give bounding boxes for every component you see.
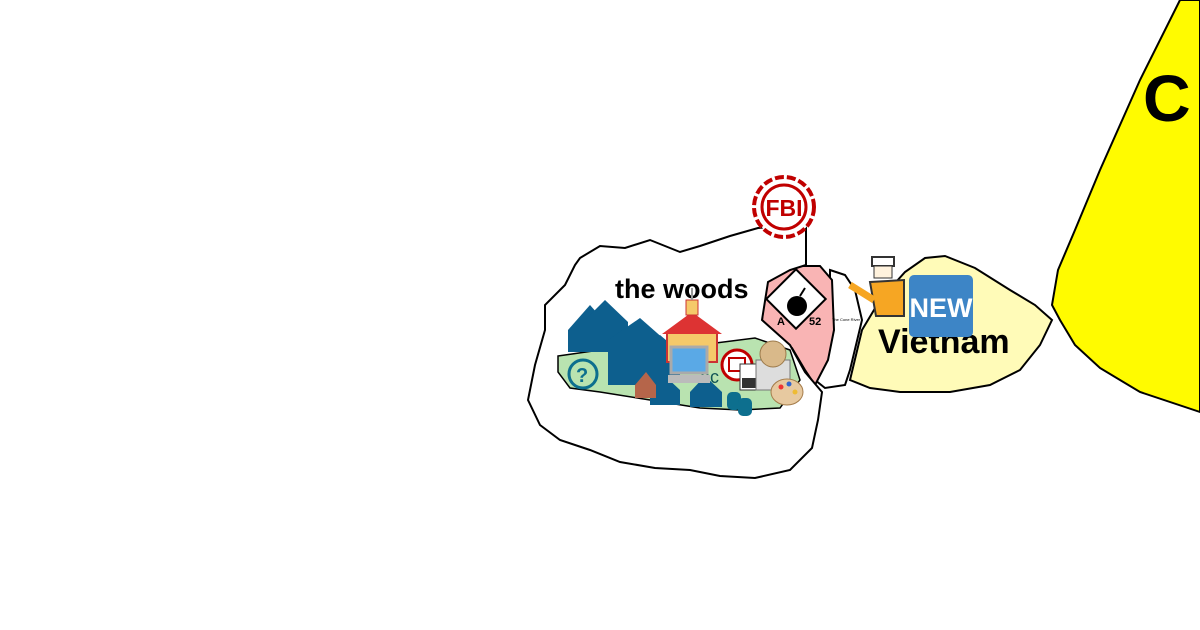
region-c[interactable] [1050, 0, 1200, 414]
svg-text:?: ? [576, 365, 588, 387]
hazard-left-text: A [777, 316, 785, 328]
question-mark-icon[interactable]: ? [567, 358, 599, 390]
security-guard-icon[interactable] [848, 256, 905, 317]
brown-house-icon[interactable] [635, 372, 656, 398]
hazard-right-text: 52 [809, 316, 821, 328]
bomb-hazard-icon[interactable]: A 52 [764, 267, 828, 331]
fbi-badge-icon[interactable]: FBI [752, 175, 816, 239]
river-label: The Cone River [832, 317, 861, 322]
woods-label: the woods [615, 274, 749, 304]
new-text: NEW [910, 293, 974, 323]
region-c-label: C [1143, 61, 1191, 135]
theater-masks-icon[interactable] [727, 392, 752, 416]
computer-icon[interactable] [668, 345, 710, 383]
new-badge-icon[interactable]: NEW [909, 275, 973, 337]
palette-icon[interactable] [770, 378, 804, 406]
fbi-text: FBI [765, 195, 802, 221]
